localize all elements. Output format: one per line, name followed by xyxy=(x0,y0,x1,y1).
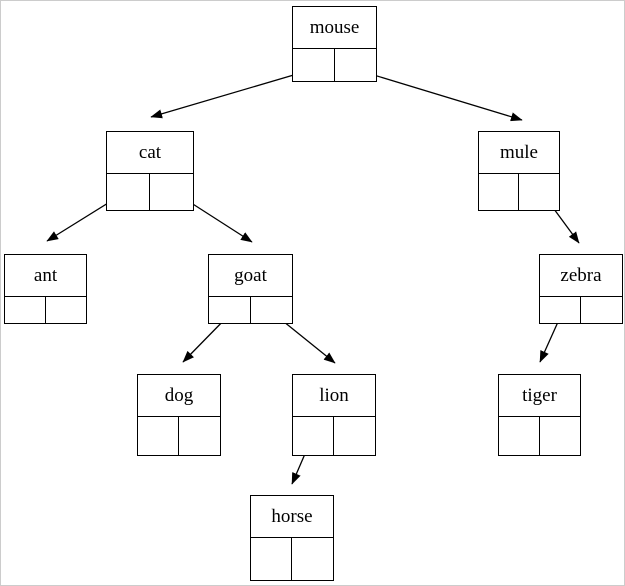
tree-node-dog[interactable]: dog xyxy=(137,374,221,456)
node-left-pointer-ant[interactable] xyxy=(5,297,46,323)
tree-node-mouse[interactable]: mouse xyxy=(292,6,377,82)
tree-node-goat[interactable]: goat xyxy=(208,254,293,324)
node-pointers-mouse xyxy=(293,49,376,81)
node-pointers-lion xyxy=(293,417,375,455)
node-right-pointer-dog[interactable] xyxy=(179,417,220,455)
node-right-pointer-tiger[interactable] xyxy=(540,417,581,455)
tree-node-cat[interactable]: cat xyxy=(106,131,194,211)
node-label-ant: ant xyxy=(5,255,86,297)
node-right-pointer-lion[interactable] xyxy=(334,417,375,455)
node-label-mule: mule xyxy=(479,132,559,174)
node-pointers-cat xyxy=(107,174,193,210)
tree-node-lion[interactable]: lion xyxy=(292,374,376,456)
tree-node-zebra[interactable]: zebra xyxy=(539,254,623,324)
node-right-pointer-cat[interactable] xyxy=(150,174,193,210)
node-pointers-mule xyxy=(479,174,559,210)
node-right-pointer-goat[interactable] xyxy=(251,297,293,323)
tree-edge-mouse-left-cat xyxy=(150,68,315,119)
node-right-pointer-mule[interactable] xyxy=(519,174,559,210)
node-pointers-zebra xyxy=(540,297,622,323)
node-right-pointer-ant[interactable] xyxy=(46,297,87,323)
tree-node-horse[interactable]: horse xyxy=(250,495,334,581)
node-left-pointer-tiger[interactable] xyxy=(499,417,540,455)
tree-node-mule[interactable]: mule xyxy=(478,131,560,211)
node-label-dog: dog xyxy=(138,375,220,417)
node-label-cat: cat xyxy=(107,132,193,174)
tree-node-tiger[interactable]: tiger xyxy=(498,374,581,456)
node-label-zebra: zebra xyxy=(540,255,622,297)
node-left-pointer-horse[interactable] xyxy=(251,538,292,580)
node-label-goat: goat xyxy=(209,255,292,297)
node-label-horse: horse xyxy=(251,496,333,538)
tree-edge-mouse-right-mule xyxy=(353,68,523,122)
node-left-pointer-mule[interactable] xyxy=(479,174,519,210)
node-right-pointer-zebra[interactable] xyxy=(581,297,622,323)
node-pointers-horse xyxy=(251,538,333,580)
node-label-mouse: mouse xyxy=(293,7,376,49)
node-left-pointer-mouse[interactable] xyxy=(293,49,335,81)
node-pointers-ant xyxy=(5,297,86,323)
node-right-pointer-mouse[interactable] xyxy=(335,49,377,81)
node-left-pointer-cat[interactable] xyxy=(107,174,150,210)
node-left-pointer-dog[interactable] xyxy=(138,417,179,455)
tree-node-ant[interactable]: ant xyxy=(4,254,87,324)
node-pointers-tiger xyxy=(499,417,580,455)
node-left-pointer-zebra[interactable] xyxy=(540,297,581,323)
node-label-lion: lion xyxy=(293,375,375,417)
node-left-pointer-goat[interactable] xyxy=(209,297,251,323)
node-left-pointer-lion[interactable] xyxy=(293,417,334,455)
node-right-pointer-horse[interactable] xyxy=(292,538,333,580)
node-label-tiger: tiger xyxy=(499,375,580,417)
node-pointers-goat xyxy=(209,297,292,323)
node-pointers-dog xyxy=(138,417,220,455)
